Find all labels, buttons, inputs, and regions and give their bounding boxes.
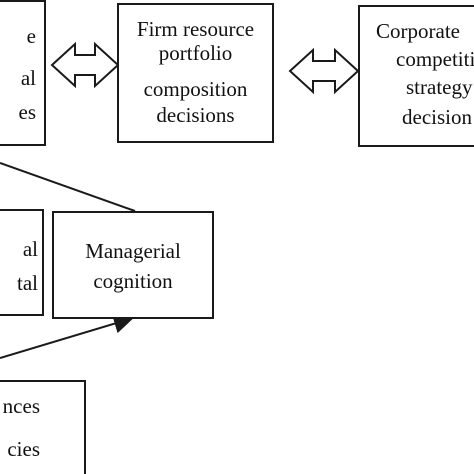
box-text-line: competiti (396, 47, 474, 71)
box-text-line: nces (2, 394, 40, 418)
box-text-line: tal (17, 271, 38, 295)
arrow-to-cognition (0, 314, 134, 359)
firm-resource-portfolio-box: Firm resource portfolio composition deci… (117, 3, 274, 143)
box-text-line: al (20, 66, 36, 90)
box-text-line: strategy (406, 75, 473, 99)
link-line-to-cognition (0, 162, 136, 212)
box-text-line: cies (7, 437, 40, 461)
box-text-line: composition (143, 77, 248, 101)
box-text-line: Corporate (376, 19, 460, 43)
box-text-line: e (26, 24, 36, 48)
box-text-line: cognition (93, 269, 173, 293)
dynamic-capabilities-box: e al es (0, 0, 46, 146)
managerial-capital-box: al tal (0, 209, 44, 316)
bottom-box: nces cies (0, 380, 86, 474)
double-arrow-middle-right (288, 47, 360, 95)
box-text-line: decisions (156, 103, 235, 127)
box-text-line: Managerial (85, 239, 181, 263)
box-text-line: Firm resource (136, 17, 255, 41)
managerial-cognition-box: Managerial cognition (52, 211, 214, 319)
box-text-line: decision (402, 105, 472, 129)
box-text-line: portfolio (158, 41, 233, 65)
corporate-strategy-box: Corporate competiti strategy decision (358, 5, 474, 147)
box-text-line: al (22, 237, 38, 261)
box-text-line: es (18, 100, 37, 124)
double-arrow-left-middle (50, 41, 120, 89)
